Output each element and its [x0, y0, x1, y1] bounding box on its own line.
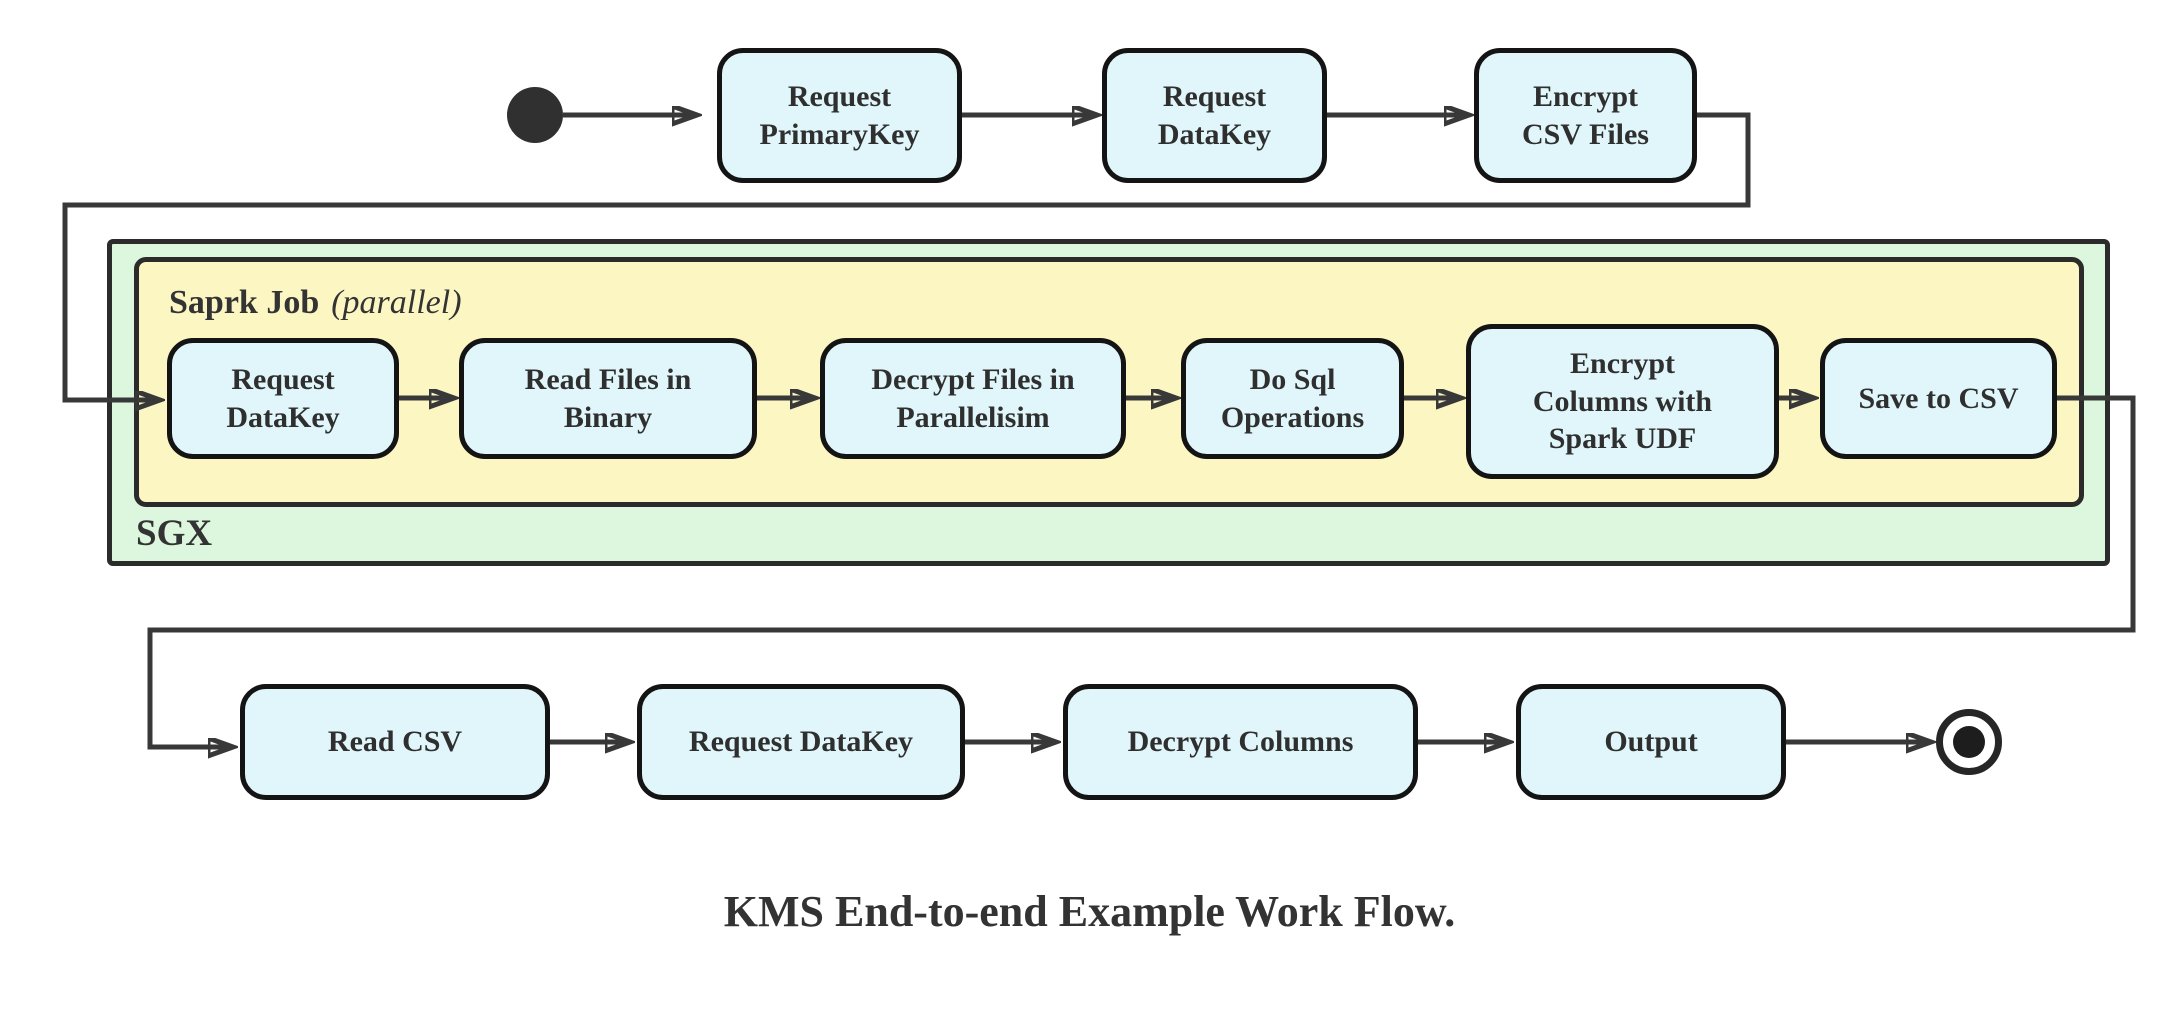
node-encrypt-csv-files: Encrypt CSV Files — [1474, 48, 1697, 183]
node-encrypt-columns-with-spark-udf: Encrypt Columns with Spark UDF — [1466, 324, 1779, 479]
edge-save-csv-to-read-csv — [147, 395, 2136, 747]
node-spark-request-datakey: Request DataKey — [167, 338, 399, 459]
node-label: Encrypt Columns with Spark UDF — [1532, 347, 1713, 456]
start-node-icon — [507, 87, 563, 143]
edge-encrypt-csv-to-spark-request-datakey — [62, 112, 1751, 400]
end-node-inner-dot — [1953, 726, 1985, 758]
node-label: Request PrimaryKey — [759, 80, 920, 151]
node-do-sql-operations: Do Sql Operations — [1181, 338, 1404, 459]
node-label: Read CSV — [327, 725, 463, 759]
node-label: Read Files in Binary — [524, 363, 692, 434]
node-request-datakey-top: Request DataKey — [1102, 48, 1327, 183]
node-label: Request DataKey — [226, 363, 340, 434]
node-read-files-in-binary: Read Files in Binary — [459, 338, 757, 459]
spark-job-parallel-annotation: (parallel) — [331, 284, 462, 321]
sgx-container-label: SGX — [136, 513, 213, 554]
node-read-csv: Read CSV — [240, 684, 550, 800]
spark-job-title: Saprk Job — [169, 284, 320, 321]
node-request-datakey-bottom: Request DataKey — [637, 684, 965, 800]
node-decrypt-files-in-parallelisim: Decrypt Files in Parallelisim — [820, 338, 1126, 459]
node-label: Output — [1604, 725, 1698, 759]
node-label: Decrypt Columns — [1127, 725, 1354, 759]
node-label: Save to CSV — [1858, 381, 2019, 415]
node-label: Decrypt Files in Parallelisim — [871, 363, 1075, 434]
node-label: Encrypt CSV Files — [1522, 80, 1649, 151]
node-output: Output — [1516, 684, 1786, 800]
node-request-primarykey: Request PrimaryKey — [717, 48, 962, 183]
spark-job-container-label: Saprk Job (parallel) — [169, 284, 462, 322]
end-node-icon — [1936, 709, 2002, 775]
node-label: Do Sql Operations — [1220, 363, 1365, 434]
node-label: Request DataKey — [1157, 80, 1272, 151]
node-decrypt-columns: Decrypt Columns — [1063, 684, 1418, 800]
node-label: Request DataKey — [688, 725, 914, 759]
diagram-caption: KMS End-to-end Example Work Flow. — [723, 887, 1456, 936]
node-save-to-csv: Save to CSV — [1820, 338, 2057, 459]
